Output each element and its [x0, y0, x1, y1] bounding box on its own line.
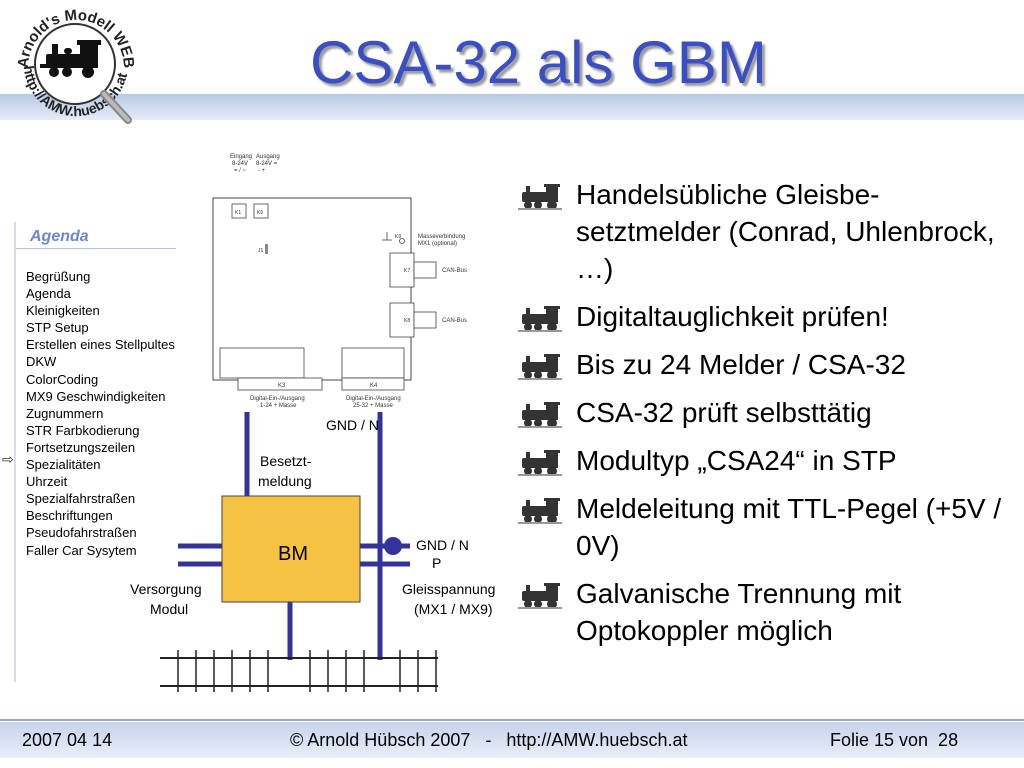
agenda-heading: Agenda — [30, 228, 89, 245]
bullet-item: Galvanische Trennung mit Optokoppler mög… — [516, 575, 1016, 649]
k4-label: K4 — [370, 383, 378, 389]
agenda-item-current: Spezialitäten — [26, 457, 101, 473]
track-sleepers — [177, 650, 437, 692]
locomotive-bullet-icon — [518, 583, 562, 609]
gleis-label-2: (MX1 / MX9) — [414, 601, 493, 617]
agenda-item: ColorCoding — [26, 371, 99, 387]
agenda-item: Erstellen eines Stellpultes — [26, 337, 175, 353]
locomotive-bullet-icon — [518, 354, 562, 380]
k3-connector — [219, 347, 305, 379]
canbus-2-label: CAN-Bus — [442, 318, 467, 324]
footer-copyright: © Arnold Hübsch 2007 - http://AMW.huebsc… — [290, 730, 688, 750]
k4-connector — [341, 347, 405, 379]
gnd-top-label: GND / N — [326, 417, 379, 433]
locomotive-bullet-icon — [518, 306, 562, 332]
ausgang-voltage: 8-24V = — [256, 161, 278, 167]
agenda-item: Kleinigkeiten — [26, 303, 100, 319]
k3-label: K3 — [278, 383, 286, 389]
agenda-divider — [16, 248, 176, 249]
locomotive-bullet-icon — [518, 184, 562, 210]
ausgang-polarity: - + — [258, 168, 266, 174]
track-rails — [160, 657, 438, 687]
besetzt-label-2: meldung — [258, 473, 312, 489]
agenda-item: Pseudofahrstraßen — [26, 525, 137, 541]
bullet-text: Bis zu 24 Melder / CSA-32 — [576, 349, 906, 380]
locomotive-bullet-icon — [518, 450, 562, 476]
masse-label: Masseverbindung — [418, 234, 465, 240]
agenda-item: Faller Car Sysytem — [26, 542, 137, 558]
bullet-item: Meldeleitung mit TTL-Pegel (+5V / 0V) — [516, 490, 1016, 564]
k7-connector — [389, 252, 415, 288]
junction-node — [384, 537, 402, 555]
bullet-item: Digitaltauglichkeit prüfen! — [516, 298, 1016, 335]
k3-pins: 1-24 + Masse — [260, 403, 297, 409]
footer: 2007 04 14 © Arnold Hübsch 2007 - http:/… — [0, 722, 1024, 758]
bm-label: BM — [278, 543, 308, 565]
bullet-text: Galvanische Trennung mit Optokoppler mög… — [576, 578, 902, 646]
current-item-arrow-icon: ⇨ — [2, 451, 14, 467]
j1-jumper — [265, 244, 268, 254]
agenda-item: MX9 Geschwindigkeiten — [26, 388, 166, 404]
masse-sublabel: MX1 (optional) — [418, 241, 457, 247]
bullet-item: Handelsübliche Gleisbe-setztmelder (Conr… — [516, 176, 1016, 287]
agenda-item: STP Setup — [26, 320, 89, 336]
k6-label: K6 — [257, 210, 263, 216]
versorgung-label-1: Versorgung — [130, 581, 202, 597]
k3-desc: Digital-Ein-/Ausgang — [250, 396, 305, 402]
k6-connector — [253, 203, 269, 219]
agenda-item: DKW — [26, 354, 57, 370]
k4-desc: Digital-Ein-/Ausgang — [346, 396, 401, 402]
k1-connector — [231, 203, 247, 219]
bullet-text: CSA-32 prüft selbsttätig — [576, 397, 872, 428]
p-label: P — [432, 555, 441, 571]
agenda-panel: Agenda Begrüßung Agenda Kleinigkeiten ST… — [2, 222, 196, 682]
k9-label: K9 — [395, 234, 401, 240]
footer-divider — [0, 719, 1024, 721]
agenda-item: Zugnummern — [26, 405, 104, 421]
agenda-item: STR Farbkodierung — [26, 422, 140, 438]
eingang-voltage: 8-24V — [232, 161, 248, 167]
agenda-item: Uhrzeit — [26, 474, 68, 490]
footer-page-number: Folie 15 von 28 — [830, 730, 959, 750]
locomotive-bullet-icon — [518, 402, 562, 428]
eingang-label: Eingang — [230, 154, 252, 160]
agenda-list: Begrüßung Agenda Kleinigkeiten STP Setup… — [26, 268, 175, 559]
k8-connector — [389, 302, 415, 338]
k7-label: K7 — [404, 268, 410, 274]
bullet-text: Digitaltauglichkeit prüfen! — [576, 301, 889, 332]
agenda-item: Begrüßung — [26, 269, 91, 284]
bullet-text: Meldeleitung mit TTL-Pegel (+5V / 0V) — [576, 493, 1002, 561]
gleis-label-1: Gleisspannung — [402, 581, 495, 597]
wiring-diagram: Eingang 8-24V = / ~ Ausgang 8-24V = - + … — [130, 154, 495, 692]
agenda-item: Agenda — [26, 286, 71, 302]
k1-label: K1 — [235, 210, 241, 216]
bullet-item: Modultyp „CSA24“ in STP — [516, 442, 1016, 479]
agenda-item: Beschriftungen — [26, 508, 113, 524]
j1-label: J1 — [258, 248, 264, 254]
logo: Arnold's Modell WEB http://AMW.huebsch.a… — [15, 7, 137, 124]
bullet-list: Handelsübliche Gleisbe-setztmelder (Conr… — [516, 176, 1016, 660]
canbus-1-label: CAN-Bus — [442, 268, 467, 274]
ausgang-label: Ausgang — [256, 154, 280, 160]
k8-label: K8 — [404, 318, 410, 324]
bullet-text: Handelsübliche Gleisbe-setztmelder (Conr… — [576, 179, 995, 284]
locomotive-bullet-icon — [518, 498, 562, 524]
bm-module — [221, 495, 361, 603]
agenda-item: Spezialfahrstraßen — [26, 491, 136, 507]
k4-pins: 25-32 + Masse — [353, 403, 394, 409]
bullet-text: Modultyp „CSA24“ in STP — [576, 445, 897, 476]
page-title: CSA-32 als GBM — [310, 29, 767, 96]
besetzt-label-1: Besetzt- — [260, 453, 312, 469]
bullet-item: CSA-32 prüft selbsttätig — [516, 394, 1016, 431]
versorgung-label-2: Modul — [150, 601, 188, 617]
eingang-type: = / ~ — [234, 168, 247, 174]
locomotive-icon — [40, 40, 101, 78]
bullet-item: Bis zu 24 Melder / CSA-32 — [516, 346, 1016, 383]
header-band — [0, 94, 1024, 120]
agenda-item: Fortsetzungszeilen — [26, 439, 136, 455]
gnd-right-label: GND / N — [416, 537, 469, 553]
footer-date: 2007 04 14 — [22, 730, 113, 750]
